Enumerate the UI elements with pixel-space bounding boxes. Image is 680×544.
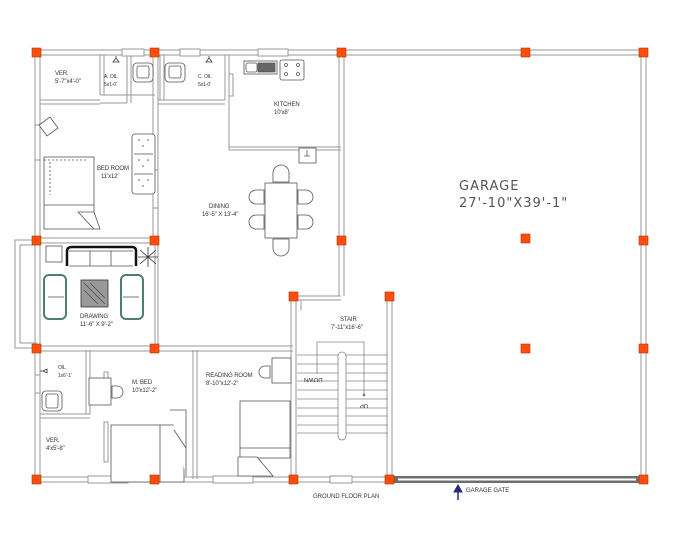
room-label-stair: STAIR 7'-11"x16'-6" [331,316,363,332]
room-name: READING ROOM [206,373,253,379]
room-name: M. BED [132,380,153,386]
room-label-bed-room: BED ROOM 11'x12' [97,165,129,181]
room-name: DRAWING [80,314,109,320]
kitchen-fixtures [243,59,317,164]
room-name: VER. [55,71,69,77]
room-name: GARAGE [459,179,520,194]
room-size: 5x1-0' [198,82,211,88]
room-size: 7'-11"x16'-6" [331,325,363,331]
room-name: DINING [209,204,230,210]
room-size: 10'x12'-2" [132,388,158,394]
plan-title: GROUND FLOOR PLAN [313,494,380,500]
room-label-m-bed: M. BED 10'x12'-2" [132,379,157,395]
dining-set [248,164,314,257]
room-size: 11'-6" X 9'-2" [80,322,113,328]
bottom-furniture [88,357,292,483]
stair-up-label: UP [360,402,369,408]
room-label-reading-room: READING ROOM 8'-10"x12'-2" [206,372,253,388]
room-size: 1x6'-1' [58,373,72,379]
room-name: VER. [46,438,60,444]
room-label-oil-bottom: OIL 1x6'-1' [58,364,72,380]
arrow-up-icon [453,483,463,500]
room-name: A. OIL [104,74,118,80]
room-label-a-oil: A. OIL 5x1-0' [104,73,118,89]
room-label-kitchen: KITCHEN 10'x8' [274,101,300,117]
room-size: 10'x8' [274,110,289,116]
room-name: C. OIL [198,74,212,80]
room-label-c-oil: C. OIL 5x1-0' [198,73,212,89]
room-name: KITCHEN [274,102,300,108]
room-size: 4'x5'-8" [46,446,65,452]
stair-down-label: DOWN [304,376,323,382]
room-label-ver-bottom: VER. 4'x5'-8" [46,437,65,453]
stair-steps [297,341,388,441]
shower-icons [40,56,213,374]
room-size: 16'-5" X 13'-4" [202,212,239,218]
room-size: 27'-10"X39'-1" [459,196,569,211]
drawing-furniture [43,245,158,320]
room-label-drawing: DRAWING 11'-6" X 9'-2" [80,313,113,329]
room-size: 5x1-0' [104,82,117,88]
room-size: 8'-10"x12'-2" [206,381,239,387]
garage-gate-label: GARAGE GATE [466,488,510,494]
room-label-dining: DINING 16'-5" X 13'-4" [202,203,239,219]
wc-fixtures [41,62,186,412]
room-size: 11'x12' [101,174,119,180]
columns [31,47,649,485]
room-name: BED ROOM [97,166,129,172]
room-size: 5'-7"x4'-0" [55,79,81,85]
bedroom-furniture [38,116,156,230]
room-name: OIL [58,365,66,371]
room-label-garage: GARAGE 27'-10"X39'-1" [459,178,568,212]
garage-gate [392,476,642,483]
room-name: STAIR [340,317,357,323]
room-label-ver-top: VER. 5'-7"x4'-0" [55,70,81,86]
